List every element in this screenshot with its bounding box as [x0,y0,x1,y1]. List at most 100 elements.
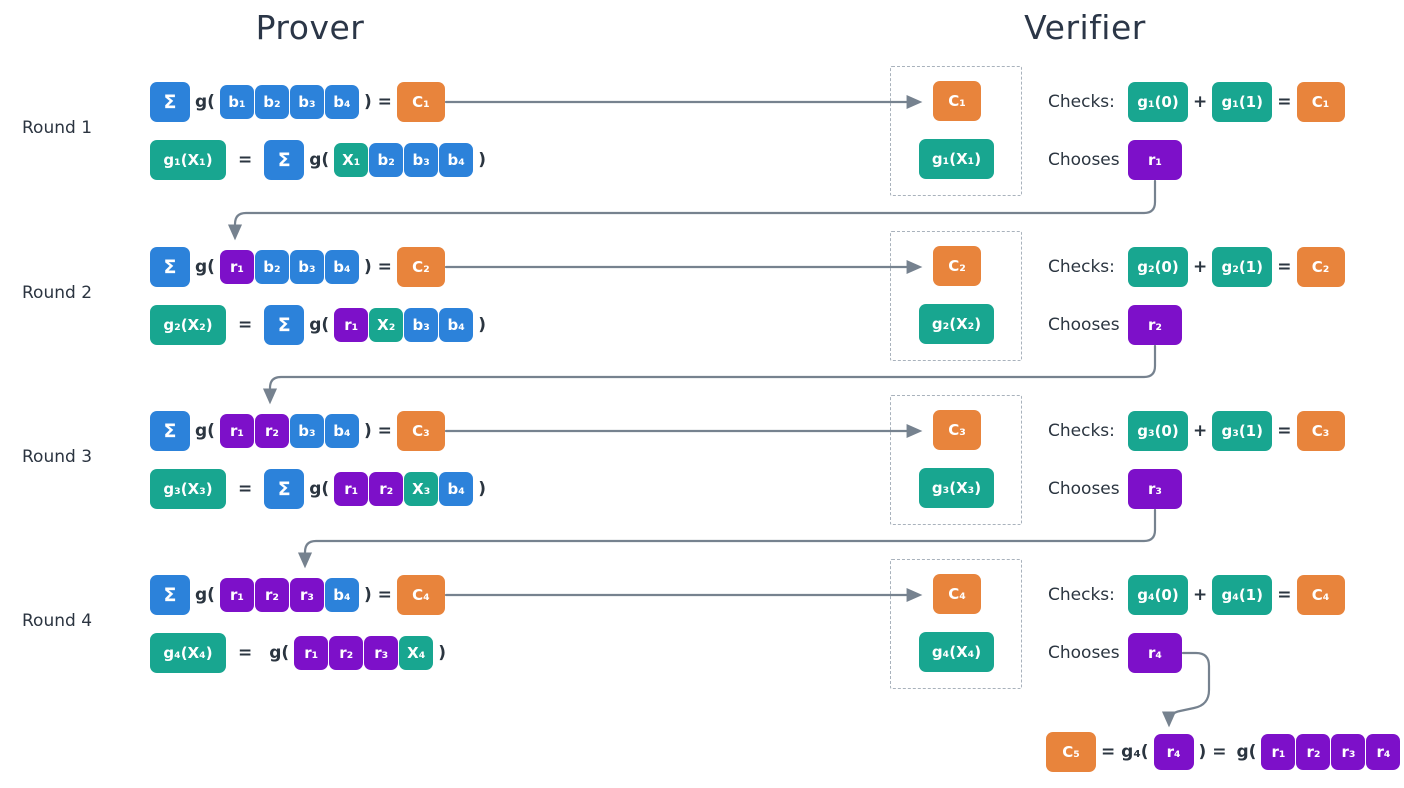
check-claim-box: C₄ [1296,575,1345,615]
received-claim-box: C₂ [933,246,981,286]
round-1-verifier-received-box: C₁ g₁(X₁) [890,66,1022,196]
argument-tokens: r₁ b₂ b₃ b₄ [219,250,359,284]
token: r₂ [254,578,289,612]
argument-tokens: r₁ r₂ b₃ b₄ [219,414,359,448]
equals-operator: = [1277,585,1292,605]
argument-tokens: r₁ r₂ X₃ b₄ [334,472,474,506]
token: r₁ [334,472,369,506]
verifier-title: Verifier [1024,8,1146,47]
token: r₂ [254,414,289,448]
token: r₁ [1261,734,1296,770]
round-4-prover-sum-row: Σ g( r₁ r₂ r₃ b₄ ) = C₄ [150,575,445,615]
token: b₂ [369,143,404,177]
round-2-prover-sum-row: Σ g( r₁ b₂ b₃ b₄ ) = C₂ [150,247,445,287]
token: b₃ [404,308,439,342]
round-4-prover-poly-row: g₄(X₄) = g( r₁ r₂ r₃ X₄ ) [150,633,451,673]
token: r₁ [219,578,254,612]
token: b₄ [324,85,359,119]
final-argument-tokens: r₁ r₂ r₃ r₄ [1261,734,1401,770]
claim-box: C₂ [396,247,445,287]
token: b₄ [324,578,359,612]
token: X₁ [334,143,369,177]
plus-operator: + [1193,257,1208,277]
equals-operator: = [1277,421,1292,441]
argument-tokens: r₁ X₂ b₃ b₄ [334,308,474,342]
received-claim-box: C₄ [933,574,981,614]
token: b₃ [289,250,324,284]
g-open-operator: g( [309,315,330,335]
claim-box: C₁ [396,82,445,122]
close-equals-operator: ) = [363,585,392,605]
plus-operator: + [1193,585,1208,605]
close-equals-operator: ) = [1198,742,1227,762]
close-paren-operator: ) [438,643,446,663]
received-claim-box: C₁ [933,81,981,121]
token: b₃ [289,414,324,448]
round-4-verifier-received-box: C₄ g₄(X₄) [890,559,1022,689]
check-claim-box: C₂ [1296,247,1345,287]
round-3-verifier-received-box: C₃ g₃(X₃) [890,395,1022,525]
check-claim-box: C₃ [1296,411,1345,451]
token: X₄ [399,636,434,670]
token: b₂ [254,85,289,119]
round-4-checks-row: Checks: g₄(0) + g₄(1) = C₄ [1048,575,1345,615]
feedback-arrow-round-2-to-3 [262,344,1157,405]
received-poly-box: g₄(X₄) [919,632,994,672]
token: b₄ [439,308,474,342]
prover-title: Prover [255,8,365,47]
token: r₁ [219,414,254,448]
token: r₄ [1366,734,1401,770]
round-1-checks-row: Checks: g₁(0) + g₁(1) = C₁ [1048,82,1345,122]
g-open-operator: g( [309,150,330,170]
check-claim-box: C₁ [1296,82,1345,122]
token: r₁ [219,250,254,284]
round-1-chooses-row: Chooses r₁ [1048,140,1182,180]
checks-label: Checks: [1048,421,1115,441]
equals-operator: = [238,315,253,335]
token: b₂ [254,250,289,284]
round-4-chooses-row: Chooses r₄ [1048,633,1182,673]
g-open-operator: g( [195,257,215,277]
received-claim-box: C₃ [933,410,981,450]
round-3-label: Round 3 [22,447,93,467]
token: b₄ [324,414,359,448]
round-1-label: Round 1 [22,118,93,138]
token: b₄ [439,143,474,177]
token: r₂ [369,472,404,506]
check-eval-0-box: g₃(0) [1128,411,1188,451]
received-poly-box: g₃(X₃) [919,468,994,508]
token: b₄ [439,472,474,506]
check-eval-1-box: g₁(1) [1212,82,1273,122]
check-eval-1-box: g₄(1) [1212,575,1273,615]
random-challenge-box: r₂ [1128,305,1182,345]
equals-operator: = [1277,92,1292,112]
close-equals-operator: ) = [363,92,392,112]
sigma-box: Σ [264,140,305,180]
sigma-box: Σ [150,82,190,122]
argument-tokens: r₁ r₂ r₃ X₄ [294,636,434,670]
g-open-operator: g( [195,92,215,112]
random-challenge-box: r₃ [1128,469,1182,509]
chooses-label: Chooses [1048,643,1120,663]
token: X₃ [404,472,439,506]
equals-operator: = [238,150,253,170]
random-challenge-box: r₄ [1128,633,1182,673]
token: r₂ [1296,734,1331,770]
final-challenge-box: r₄ [1153,734,1194,770]
g-open-operator: g( [269,643,290,663]
argument-tokens: r₁ r₂ r₃ b₄ [219,578,359,612]
final-claim-box: C₅ [1046,732,1096,772]
round-3-checks-row: Checks: g₃(0) + g₃(1) = C₃ [1048,411,1345,451]
equals-operator: = [238,643,253,663]
g-open-operator: g( [195,585,215,605]
check-eval-1-box: g₂(1) [1212,247,1273,287]
check-eval-0-box: g₁(0) [1128,82,1188,122]
argument-tokens: X₁ b₂ b₃ b₄ [334,143,474,177]
final-check-equation: C₅ = g₄( r₄ ) = g( r₁ r₂ r₃ r₄ ) [1046,732,1404,772]
equals-operator: = [1277,257,1292,277]
equals-g4-open-operator: = g₄( [1101,742,1149,762]
round-3-prover-sum-row: Σ g( r₁ r₂ b₃ b₄ ) = C₃ [150,411,445,451]
checks-label: Checks: [1048,92,1115,112]
poly-box: g₃(X₃) [150,469,226,509]
token: r₃ [289,578,324,612]
